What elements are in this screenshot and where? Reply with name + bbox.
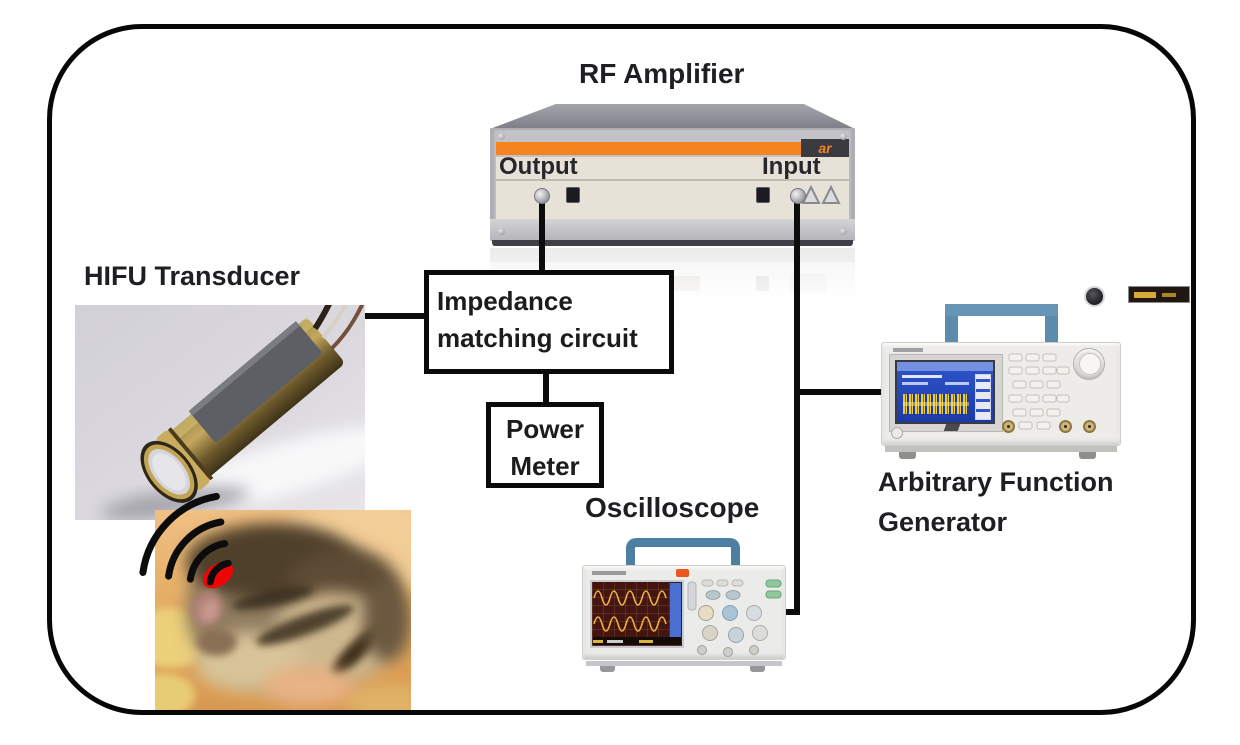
afg-label-line1: Arbitrary Function: [878, 467, 1114, 497]
screen-status-bar: [593, 637, 681, 645]
display-digits: [1162, 293, 1176, 297]
afg-bnc-connector: [1083, 420, 1096, 433]
oscilloscope-handle: [626, 538, 740, 574]
oscilloscope-controls: [687, 579, 782, 657]
screen-text-line: [945, 382, 969, 385]
display-digits: [1134, 292, 1156, 298]
power-meter-box: Power Meter: [486, 402, 604, 488]
function-generator-label: Arbitrary Function Generator: [878, 462, 1114, 542]
cable-transducer-to-impedance: [363, 313, 425, 319]
amplifier-lid: [490, 104, 855, 129]
oscilloscope-screen: [590, 580, 684, 648]
screen-menu-strip: [670, 583, 681, 645]
afg-handle-bar: [945, 304, 1058, 316]
amplifier-button: [566, 187, 580, 203]
reflection-button: [756, 276, 769, 291]
amplifier-output-connector: [534, 188, 550, 204]
cable-trunk-to-oscilloscope: [776, 609, 800, 615]
impedance-box-line1: Impedance: [437, 286, 573, 316]
impedance-matching-box: Impedance matching circuit: [424, 270, 674, 374]
power-meter-line1: Power: [505, 414, 585, 444]
oscilloscope-label: Oscilloscope: [585, 492, 760, 523]
screw-icon: [498, 228, 505, 235]
oscilloscope-logo: [676, 569, 689, 577]
afg-bnc-connector: [1059, 420, 1072, 433]
amplifier-knob: [1084, 286, 1105, 307]
oscilloscope-photo: [578, 528, 790, 676]
oscilloscope-brand: [592, 571, 626, 575]
afg-slider: [943, 424, 961, 431]
cable-impedance-to-power-meter: [543, 373, 549, 404]
afg-keypad: [1008, 353, 1070, 430]
hifu-transducer-photo: [75, 305, 365, 520]
input-label: Input: [762, 153, 821, 180]
afg-power-button: [891, 427, 903, 439]
afg-foot: [1079, 452, 1096, 459]
screen-text-line: [902, 382, 928, 385]
screen-text-line: [902, 375, 942, 378]
afg-brand: [893, 348, 923, 352]
oscilloscope-stand: [586, 661, 782, 666]
screen-header: [897, 362, 993, 371]
burst-waveform: [903, 394, 969, 414]
amplifier-bottom-shadow: [492, 240, 853, 246]
amplifier-display: [1128, 286, 1190, 303]
sine-waveform: [593, 590, 667, 632]
diagram-border: [47, 24, 1196, 715]
power-meter-line2: Meter: [510, 451, 580, 481]
cable-trunk-to-afg: [797, 389, 887, 395]
screw-icon: [840, 228, 847, 235]
oscilloscope-foot: [750, 666, 765, 672]
amplifier-bottom-band: [490, 219, 855, 241]
afg-stand: [885, 446, 1117, 452]
mouse-photo: [155, 510, 411, 710]
warning-triangles-icon: [802, 184, 841, 204]
amplifier-front-panel: [496, 157, 849, 219]
afg-bnc-connector: [1002, 420, 1015, 433]
afg-rotary-knob: [1073, 348, 1105, 380]
rf-amplifier-title: RF Amplifier: [579, 58, 745, 89]
output-label: Output: [499, 153, 578, 180]
amplifier-panel-groove: [496, 179, 849, 181]
afg-label-line2: Generator: [878, 507, 1008, 537]
afg-foot: [899, 452, 916, 459]
impedance-box-line2: matching circuit: [437, 323, 638, 353]
rf-amplifier-photo: ar: [490, 100, 1190, 307]
oscilloscope-foot: [600, 666, 615, 672]
cable-amp-output-to-impedance: [539, 198, 545, 272]
cable-amp-input-trunk: [794, 203, 800, 615]
amplifier-brand-logo: ar: [801, 139, 849, 157]
function-generator-photo: [875, 296, 1147, 462]
amplifier-input-connector: [790, 188, 806, 204]
screw-icon: [840, 133, 847, 140]
amplifier-button: [756, 187, 770, 203]
amplifier-orange-stripe: [496, 142, 849, 155]
hifu-transducer-label: HIFU Transducer: [84, 261, 301, 291]
screen-menu-boxes: [975, 374, 991, 420]
screw-icon: [498, 133, 505, 140]
afg-screen: [895, 360, 995, 424]
